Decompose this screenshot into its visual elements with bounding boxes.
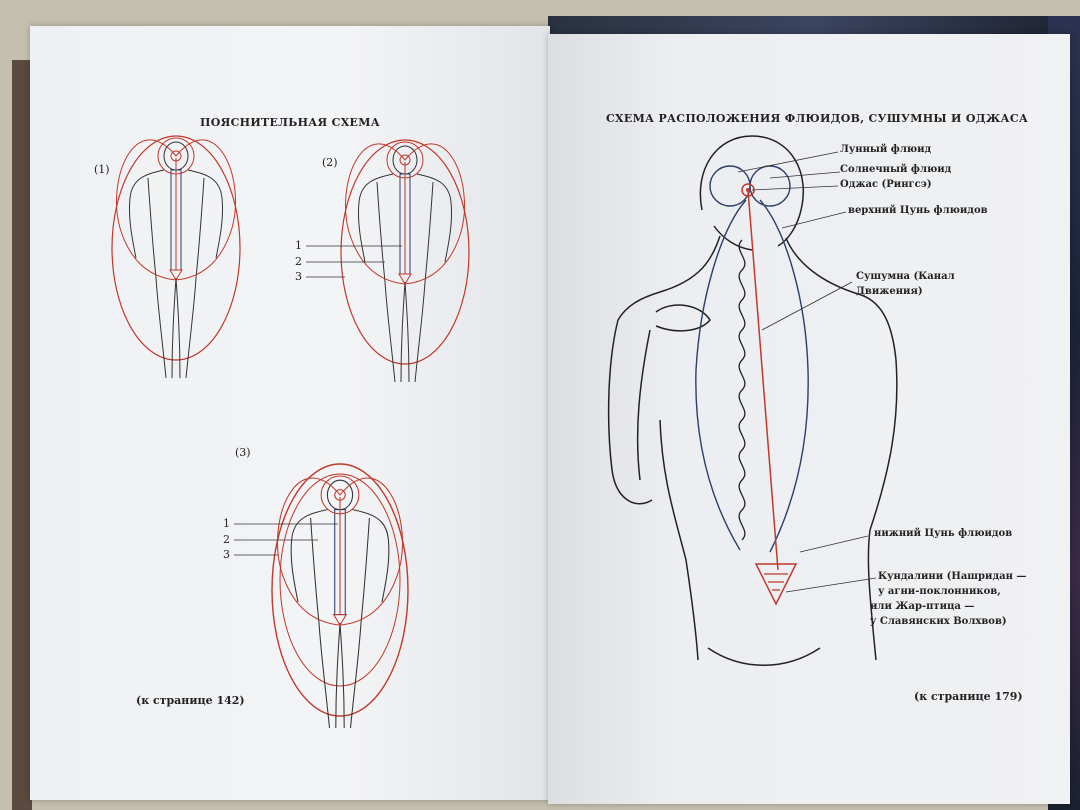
left-page-footnote: (к странице 142) — [136, 694, 245, 707]
label-kundalini-line3: или Жар-птица — — [870, 601, 975, 612]
right-page — [548, 34, 1070, 804]
label-solar-fluid: Солнечный флюид — [840, 164, 952, 175]
fig3-number-3: 3 — [223, 548, 230, 561]
fig2-number-1: 1 — [295, 239, 302, 252]
figure-2-label: (2) — [322, 156, 338, 169]
fig3-number-2: 2 — [223, 533, 230, 546]
right-page-title: СХЕМА РАСПОЛОЖЕНИЯ ФЛЮИДОВ, СУШУМНЫ И ОД… — [606, 112, 1029, 125]
label-sushumna-line2: Движения) — [856, 286, 923, 297]
left-page-title: ПОЯСНИТЕЛЬНАЯ СХЕМА — [200, 116, 380, 129]
fig2-number-2: 2 — [295, 255, 302, 268]
label-upper-tsun: верхний Цунь флюидов — [848, 205, 988, 216]
right-page-footnote: (к странице 179) — [914, 690, 1023, 703]
label-lunar-fluid: Лунный флюид — [840, 144, 932, 155]
figure-3-label: (3) — [235, 446, 251, 459]
label-kundalini-line1: Кундалини (Нашридан — — [878, 571, 1027, 582]
label-kundalini-line2: у агни-поклонников, — [878, 586, 1001, 597]
label-sushumna-line1: Сушумна (Канал — [856, 271, 955, 282]
label-kundalini-line4: у Славянских Волхвов) — [870, 616, 1007, 627]
fig2-number-3: 3 — [295, 270, 302, 283]
fig3-number-1: 1 — [223, 517, 230, 530]
label-ojas: Оджас (Рингсэ) — [840, 179, 932, 190]
figure-1-label: (1) — [94, 163, 110, 176]
label-lower-tsun: нижний Цунь флюидов — [874, 528, 1013, 539]
left-page — [30, 26, 550, 800]
book-cover-edge-left — [12, 60, 32, 810]
